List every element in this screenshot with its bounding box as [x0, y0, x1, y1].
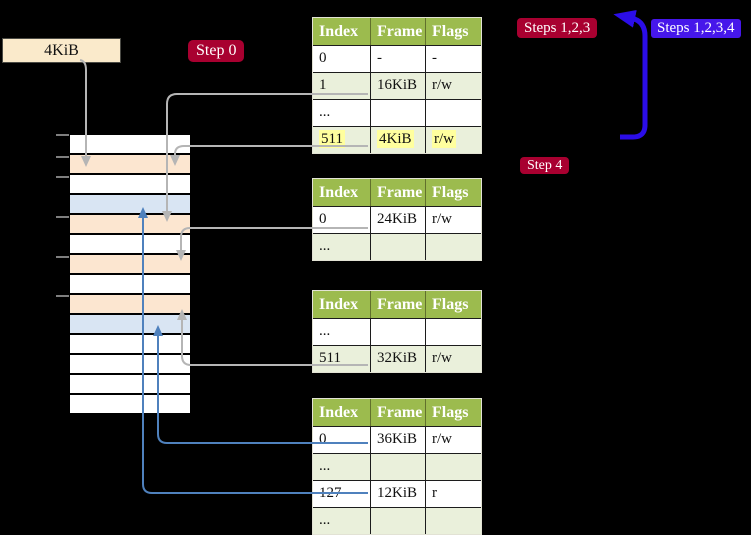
address-tick: [56, 256, 69, 258]
page-table-4: Index Frame Flags 0 36KiB r/w ... 127 12…: [312, 398, 482, 535]
table-row: 1 16KiB r/w: [313, 72, 481, 99]
table-cell: r/w: [425, 346, 481, 372]
memory-row-blue: [70, 195, 190, 213]
table-row: ...: [313, 453, 481, 480]
memory-row-white: [70, 395, 190, 413]
table-header-cell: Index: [319, 404, 359, 421]
step0-badge: Step 0: [188, 40, 245, 62]
table-header-cell: Flags: [425, 291, 481, 318]
memory-column: [70, 135, 190, 413]
table-row-highlighted: 511 4KiB r/w: [313, 126, 481, 153]
table-cell: ...: [319, 323, 331, 339]
address-tick: [56, 295, 69, 297]
table-cell: 4KiB: [370, 127, 425, 153]
memory-row-white: [70, 135, 190, 153]
table-cell: [370, 319, 425, 345]
table-header-cell: Flags: [425, 399, 481, 426]
table-cell: 32KiB: [370, 346, 425, 372]
table-row: ...: [313, 507, 481, 534]
steps1234-badge: Steps 1,2,3,4: [651, 19, 741, 38]
table-cell: 36KiB: [370, 427, 425, 453]
memory-row-peach: [70, 215, 190, 233]
table-cell: 24KiB: [370, 207, 425, 233]
table-cell: 12KiB: [370, 481, 425, 507]
table-cell: r: [425, 481, 481, 507]
table-header-cell: Frame: [370, 179, 425, 206]
table-cell: [370, 100, 425, 126]
table-header-cell: Index: [319, 296, 359, 313]
table-cell: [425, 100, 481, 126]
table-cell: [370, 234, 425, 260]
table-row: ...: [313, 99, 481, 126]
memory-row-white: [70, 175, 190, 193]
table-cell: r/w: [425, 207, 481, 233]
table-row: 511 32KiB r/w: [313, 345, 481, 372]
memory-row-white: [70, 235, 190, 253]
table-row: 0 - -: [313, 45, 481, 72]
table-header-row: Index Frame Flags: [313, 399, 481, 426]
address-tick: [56, 134, 69, 136]
memory-row-white: [70, 335, 190, 353]
table-cell: [425, 319, 481, 345]
table-header-cell: Index: [319, 23, 359, 40]
memory-row-white: [70, 375, 190, 393]
table-cell: [370, 508, 425, 534]
address-tick: [56, 176, 69, 178]
table-header-cell: Frame: [370, 291, 425, 318]
table-cell: 16KiB: [370, 73, 425, 99]
memory-row-blue: [70, 315, 190, 333]
table-cell: 511: [319, 350, 341, 366]
table-cell: ...: [319, 238, 331, 254]
table-header-row: Index Frame Flags: [313, 18, 481, 45]
table-row: 0 24KiB r/w: [313, 206, 481, 233]
table-cell: 0: [319, 431, 327, 447]
table-cell: 0: [319, 50, 327, 66]
table-cell: 0: [319, 211, 327, 227]
table-header-cell: Frame: [370, 399, 425, 426]
page-table-1: Index Frame Flags 0 - - 1 16KiB r/w ... …: [312, 17, 482, 154]
address-tick: [56, 216, 69, 218]
page-table-3: Index Frame Flags ... 511 32KiB r/w: [312, 290, 482, 373]
table-cell: [370, 454, 425, 480]
table-header-row: Index Frame Flags: [313, 291, 481, 318]
memory-row-peach: [70, 155, 190, 173]
table-row: 127 12KiB r: [313, 480, 481, 507]
table-row: 0 36KiB r/w: [313, 426, 481, 453]
table-cell: ...: [319, 104, 331, 120]
table-cell: 1: [319, 77, 327, 93]
memory-row-white: [70, 275, 190, 293]
page-table-2: Index Frame Flags 0 24KiB r/w ...: [312, 178, 482, 261]
table-row: ...: [313, 233, 481, 260]
table-row: ...: [313, 318, 481, 345]
table-cell: r/w: [425, 427, 481, 453]
table-cell: ...: [319, 458, 331, 474]
table-cell: r/w: [425, 73, 481, 99]
step4-badge: Step 4: [520, 157, 570, 174]
table-cell: 127: [319, 485, 342, 501]
table-cell: ...: [319, 512, 331, 528]
frame-size-label: 4KiB: [2, 38, 121, 63]
memory-row-peach: [70, 255, 190, 273]
memory-row-white: [70, 355, 190, 373]
table-cell: -: [425, 46, 481, 72]
table-header-row: Index Frame Flags: [313, 179, 481, 206]
table-header-cell: Index: [319, 184, 359, 201]
table-cell: [425, 234, 481, 260]
table-cell: -: [370, 46, 425, 72]
memory-row-peach: [70, 295, 190, 313]
table-cell: 511: [319, 130, 345, 148]
address-tick: [56, 156, 69, 158]
steps123-badge: Steps 1,2,3: [517, 18, 598, 38]
arrow-steps-loop: [613, 10, 648, 140]
table-cell: [425, 508, 481, 534]
table-cell: [425, 454, 481, 480]
table-header-cell: Flags: [425, 18, 481, 45]
table-header-cell: Frame: [370, 18, 425, 45]
table-header-cell: Flags: [425, 179, 481, 206]
table-cell: r/w: [425, 127, 481, 153]
